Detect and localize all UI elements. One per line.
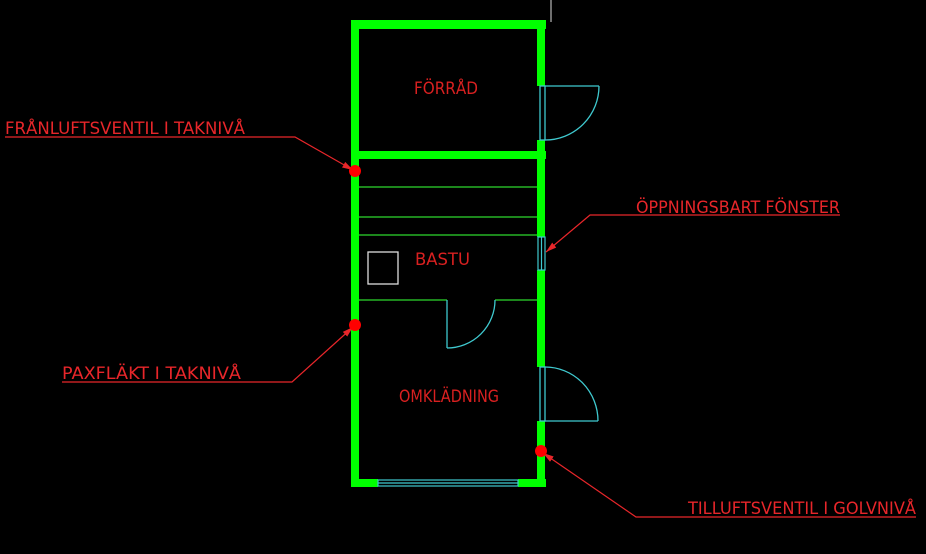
fan-marker (349, 319, 361, 331)
door-storage (539, 85, 600, 141)
room-label-changing: OMKLÄDNING (399, 386, 499, 407)
supply-vent-marker (535, 445, 547, 457)
label-supply-vent: TILLUFTSVENTIL I GOLVNIVÅ (687, 497, 916, 519)
sauna-heater (367, 251, 399, 285)
label-exhaust-vent: FRÅNLUFTSVENTIL I TAKNIVÅ (5, 117, 245, 139)
window-bottom (377, 479, 519, 487)
sauna-benches (359, 186, 537, 301)
label-window: ÖPPNINGSBART FÖNSTER (636, 196, 840, 218)
door-changing (539, 366, 599, 422)
room-label-sauna: BASTU (415, 250, 470, 270)
window-sauna (537, 236, 546, 271)
exhaust-vent-marker (349, 165, 361, 177)
room-label-storage: FÖRRÅD (414, 77, 478, 99)
label-fan: PAXFLÄKT I TAKNIVÅ (62, 362, 241, 384)
door-sauna (446, 299, 496, 349)
leaders (5, 136, 916, 518)
